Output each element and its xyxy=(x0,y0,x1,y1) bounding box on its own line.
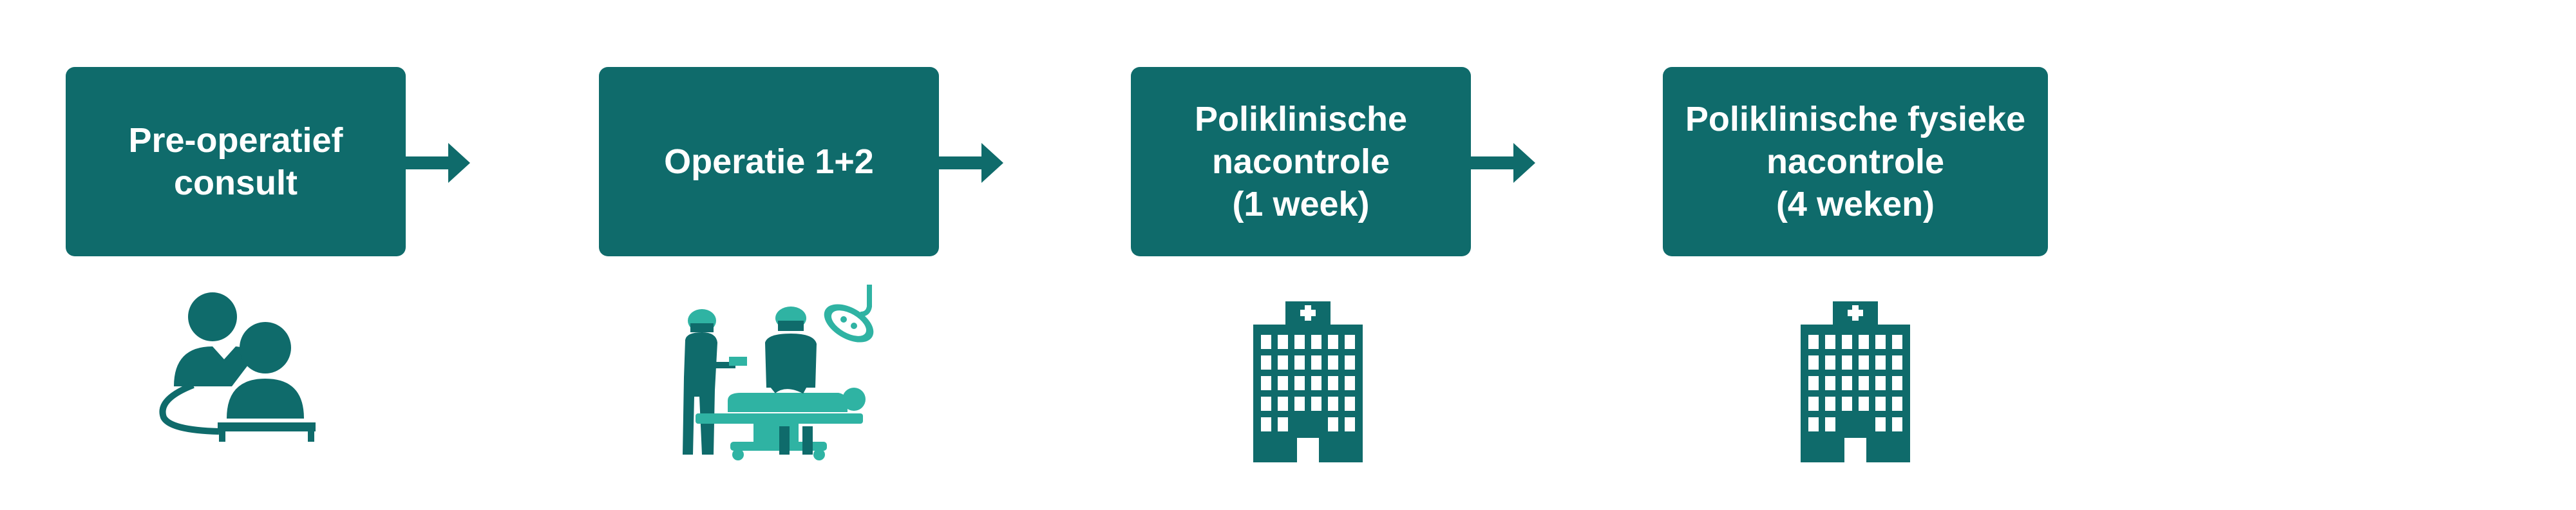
step-label-surgery: Operatie 1+2 xyxy=(664,140,874,183)
step-label-preop: Pre-operatief consult xyxy=(128,119,343,204)
arrow-right-icon xyxy=(406,143,470,183)
step-label-line: consult xyxy=(173,164,298,202)
hospital-icon xyxy=(1801,301,1910,462)
arrow-right-icon xyxy=(939,143,1003,183)
hospital-icon xyxy=(1253,301,1363,462)
surgery-icon xyxy=(683,285,874,460)
step-label-line: (4 weken) xyxy=(1776,185,1935,223)
step-label-line: Pre-operatief xyxy=(128,121,343,160)
step-label-followup-4-weeks: Poliklinische fysieke nacontrole (4 weke… xyxy=(1685,98,2025,225)
step-box-surgery: Operatie 1+2 xyxy=(599,67,939,256)
step-label-line: nacontrole xyxy=(1211,142,1390,181)
step-label-line: Poliklinische xyxy=(1194,100,1408,138)
step-label-line: (1 week) xyxy=(1232,185,1370,223)
step-label-followup-1-week: Poliklinische nacontrole (1 week) xyxy=(1195,98,1407,225)
step-box-followup-1-week: Poliklinische nacontrole (1 week) xyxy=(1131,67,1471,256)
step-label-line: nacontrole xyxy=(1766,142,1945,181)
step-box-preop: Pre-operatief consult xyxy=(66,67,406,256)
arrow-right-icon xyxy=(1471,143,1535,183)
consultation-icon xyxy=(159,292,316,442)
step-box-followup-4-weeks: Poliklinische fysieke nacontrole (4 weke… xyxy=(1663,67,2048,256)
step-label-line: Poliklinische fysieke xyxy=(1685,100,2026,138)
step-label-line: Operatie 1+2 xyxy=(664,142,874,181)
